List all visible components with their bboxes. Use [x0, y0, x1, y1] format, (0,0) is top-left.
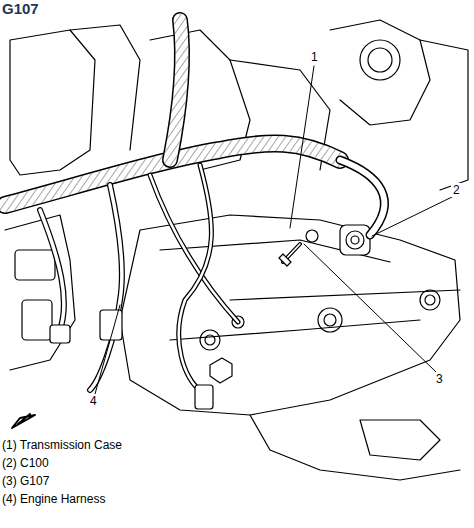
callout-number: 3 [434, 372, 445, 386]
callout-number-text: 4 [90, 394, 97, 408]
diagram-title: G107 [2, 0, 39, 17]
diagram-title-text: G107 [2, 0, 39, 17]
callout-key: (1) Transmission Case [2, 438, 122, 452]
callout-number: 4 [88, 394, 99, 408]
callout-key-text: (1) Transmission Case [2, 438, 122, 452]
callout-key: (3) G107 [2, 474, 49, 488]
callout-key-text: (2) C100 [2, 456, 49, 470]
callout-number: 1 [309, 50, 320, 64]
callout-number: 2 [451, 183, 462, 197]
callout-number-text: 2 [453, 183, 460, 197]
callout-key-text: (3) G107 [2, 474, 49, 488]
callout-key: (4) Engine Harness [2, 492, 105, 506]
callout-number-text: 3 [436, 372, 443, 386]
callout-key-text: (4) Engine Harness [2, 492, 105, 506]
callout-key: (2) C100 [2, 456, 49, 470]
callout-number-text: 1 [311, 50, 318, 64]
